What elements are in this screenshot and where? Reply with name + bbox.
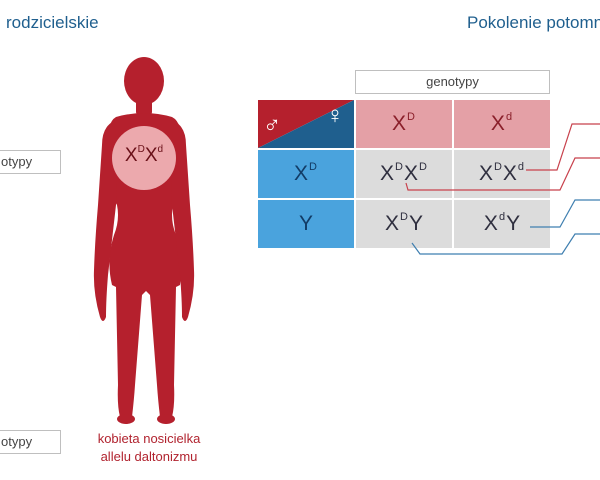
genotypes-label-box: genotypy	[355, 70, 550, 94]
allele-base: X	[490, 112, 505, 135]
allele-superscript: D	[493, 161, 502, 173]
allele-base: X	[483, 212, 498, 235]
allele-base: X	[294, 162, 309, 185]
genotype-box-bottom: otypy	[0, 430, 61, 454]
connector-line-red-1	[526, 123, 600, 171]
female-figure	[93, 57, 195, 424]
male-corner-triangle	[258, 100, 354, 148]
allele-superscript: D	[419, 161, 427, 173]
corner-header-cell	[258, 100, 354, 148]
allele-base: Y	[408, 212, 423, 235]
allele-base: X	[385, 212, 400, 235]
allele-superscript: d	[517, 161, 525, 173]
mother-genotype: XDXd	[120, 143, 168, 167]
connector-line-blue-1	[530, 199, 600, 228]
offspring-generation-header: Pokolenie potomn	[467, 13, 600, 32]
allele-superscript: D	[309, 161, 317, 173]
connector-line-red-2	[405, 157, 600, 191]
genotype-box-top: otypy	[0, 150, 61, 174]
allele-superscript: D	[400, 211, 408, 223]
allele-base: X	[404, 162, 419, 185]
male-gamete-2: Y	[258, 200, 354, 248]
parental-generation-header: rodzicielskie	[6, 13, 99, 32]
female-silhouette	[93, 57, 195, 424]
genotype-superscript: d	[157, 143, 164, 155]
genotype-superscript: D	[137, 143, 145, 155]
female-symbol-icon: ♀	[326, 102, 344, 129]
caption-line: allelu daltonizmu	[100, 449, 198, 464]
allele-superscript: D	[395, 161, 403, 173]
allele-superscript: D	[407, 111, 415, 123]
allele-base: X	[502, 162, 517, 185]
genotype-base: X	[144, 145, 158, 166]
mother-caption: kobieta nosicielka allelu daltonizmu	[84, 430, 214, 466]
allele-superscript: d	[505, 111, 513, 123]
allele-base: X	[380, 162, 395, 185]
allele-base: X	[392, 112, 407, 135]
allele-base: Y	[298, 212, 313, 235]
connector-line-blue-2	[411, 233, 600, 255]
genotype-base: X	[124, 145, 138, 166]
allele-base: X	[478, 162, 493, 185]
allele-base: Y	[506, 212, 521, 235]
male-symbol-icon: ♂	[263, 112, 281, 139]
genotype-circle	[112, 126, 176, 190]
allele-superscript: d	[498, 211, 506, 223]
caption-line: kobieta nosicielka	[97, 431, 201, 446]
